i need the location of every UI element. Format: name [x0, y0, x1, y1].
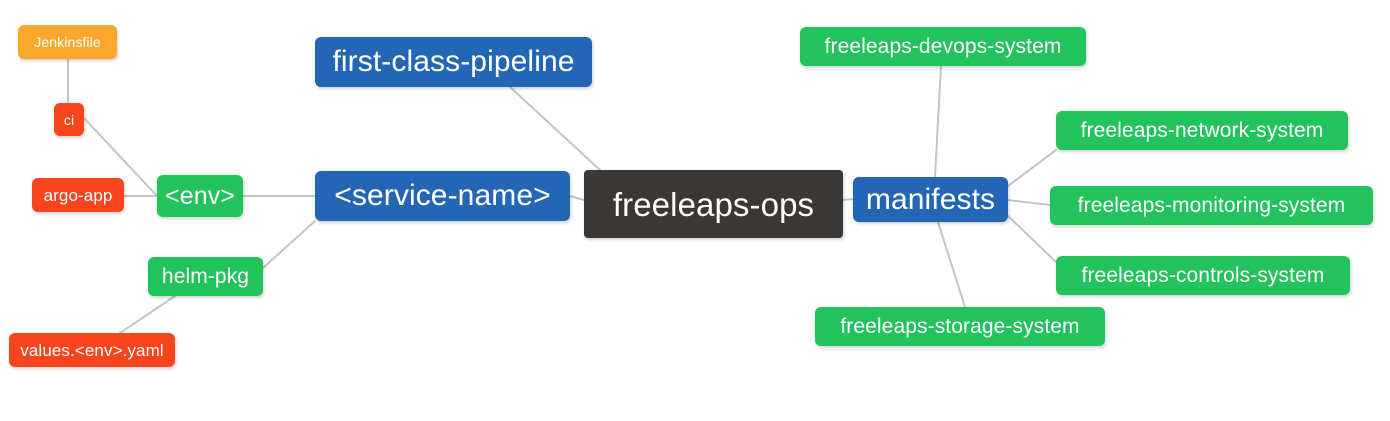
node-storage-system[interactable]: freeleaps-storage-system — [815, 307, 1105, 346]
node-ci[interactable]: ci — [54, 103, 84, 136]
node-service-name[interactable]: <service-name> — [315, 171, 570, 221]
node-freeleaps-ops[interactable]: freeleaps-ops — [584, 170, 843, 238]
node-devops-system[interactable]: freeleaps-devops-system — [800, 27, 1086, 66]
node-helm-pkg[interactable]: helm-pkg — [148, 257, 263, 296]
edge-helm-pkg-to-values-yaml — [119, 295, 176, 334]
edge-manifests-to-controls-system — [1007, 215, 1057, 263]
node-label: helm-pkg — [161, 265, 250, 288]
node-network-system[interactable]: freeleaps-network-system — [1056, 111, 1348, 150]
node-label: <service-name> — [334, 179, 551, 212]
node-label: argo-app — [43, 185, 113, 205]
node-label: Jenkinsfile — [34, 34, 101, 50]
edge-manifests-to-monitoring-system — [1007, 199, 1051, 206]
node-first-class-pipeline[interactable]: first-class-pipeline — [315, 37, 592, 87]
node-values-yaml[interactable]: values.<env>.yaml — [9, 333, 175, 367]
node-label: values.<env>.yaml — [20, 340, 164, 360]
node-label: freeleaps-devops-system — [824, 35, 1062, 58]
node-monitoring-system[interactable]: freeleaps-monitoring-system — [1050, 186, 1373, 225]
node-label: freeleaps-controls-system — [1081, 264, 1325, 287]
node-label: freeleaps-monitoring-system — [1077, 194, 1346, 217]
node-manifests[interactable]: manifests — [853, 177, 1008, 222]
node-label: ci — [63, 111, 75, 128]
node-env[interactable]: <env> — [157, 175, 243, 217]
node-jenkinsfile[interactable]: Jenkinsfile — [18, 25, 117, 59]
node-label: first-class-pipeline — [332, 45, 575, 78]
edge-freeleaps-ops-to-manifests — [842, 198, 854, 201]
edge-service-name-to-helm-pkg — [262, 220, 316, 269]
node-label: freeleaps-network-system — [1080, 119, 1324, 142]
node-label: manifests — [865, 182, 996, 216]
edge-manifests-to-network-system — [1007, 149, 1057, 187]
node-label: freeleaps-ops — [612, 185, 815, 223]
edge-manifests-to-storage-system — [937, 221, 966, 308]
edge-first-class-pipeline-to-freeleaps-ops — [509, 86, 601, 171]
edge-manifests-to-devops-system — [934, 65, 942, 178]
node-argo-app[interactable]: argo-app — [32, 178, 124, 212]
node-controls-system[interactable]: freeleaps-controls-system — [1056, 256, 1350, 295]
node-label: freeleaps-storage-system — [840, 315, 1080, 338]
edge-service-name-to-freeleaps-ops — [569, 195, 585, 201]
node-label: <env> — [165, 181, 236, 210]
